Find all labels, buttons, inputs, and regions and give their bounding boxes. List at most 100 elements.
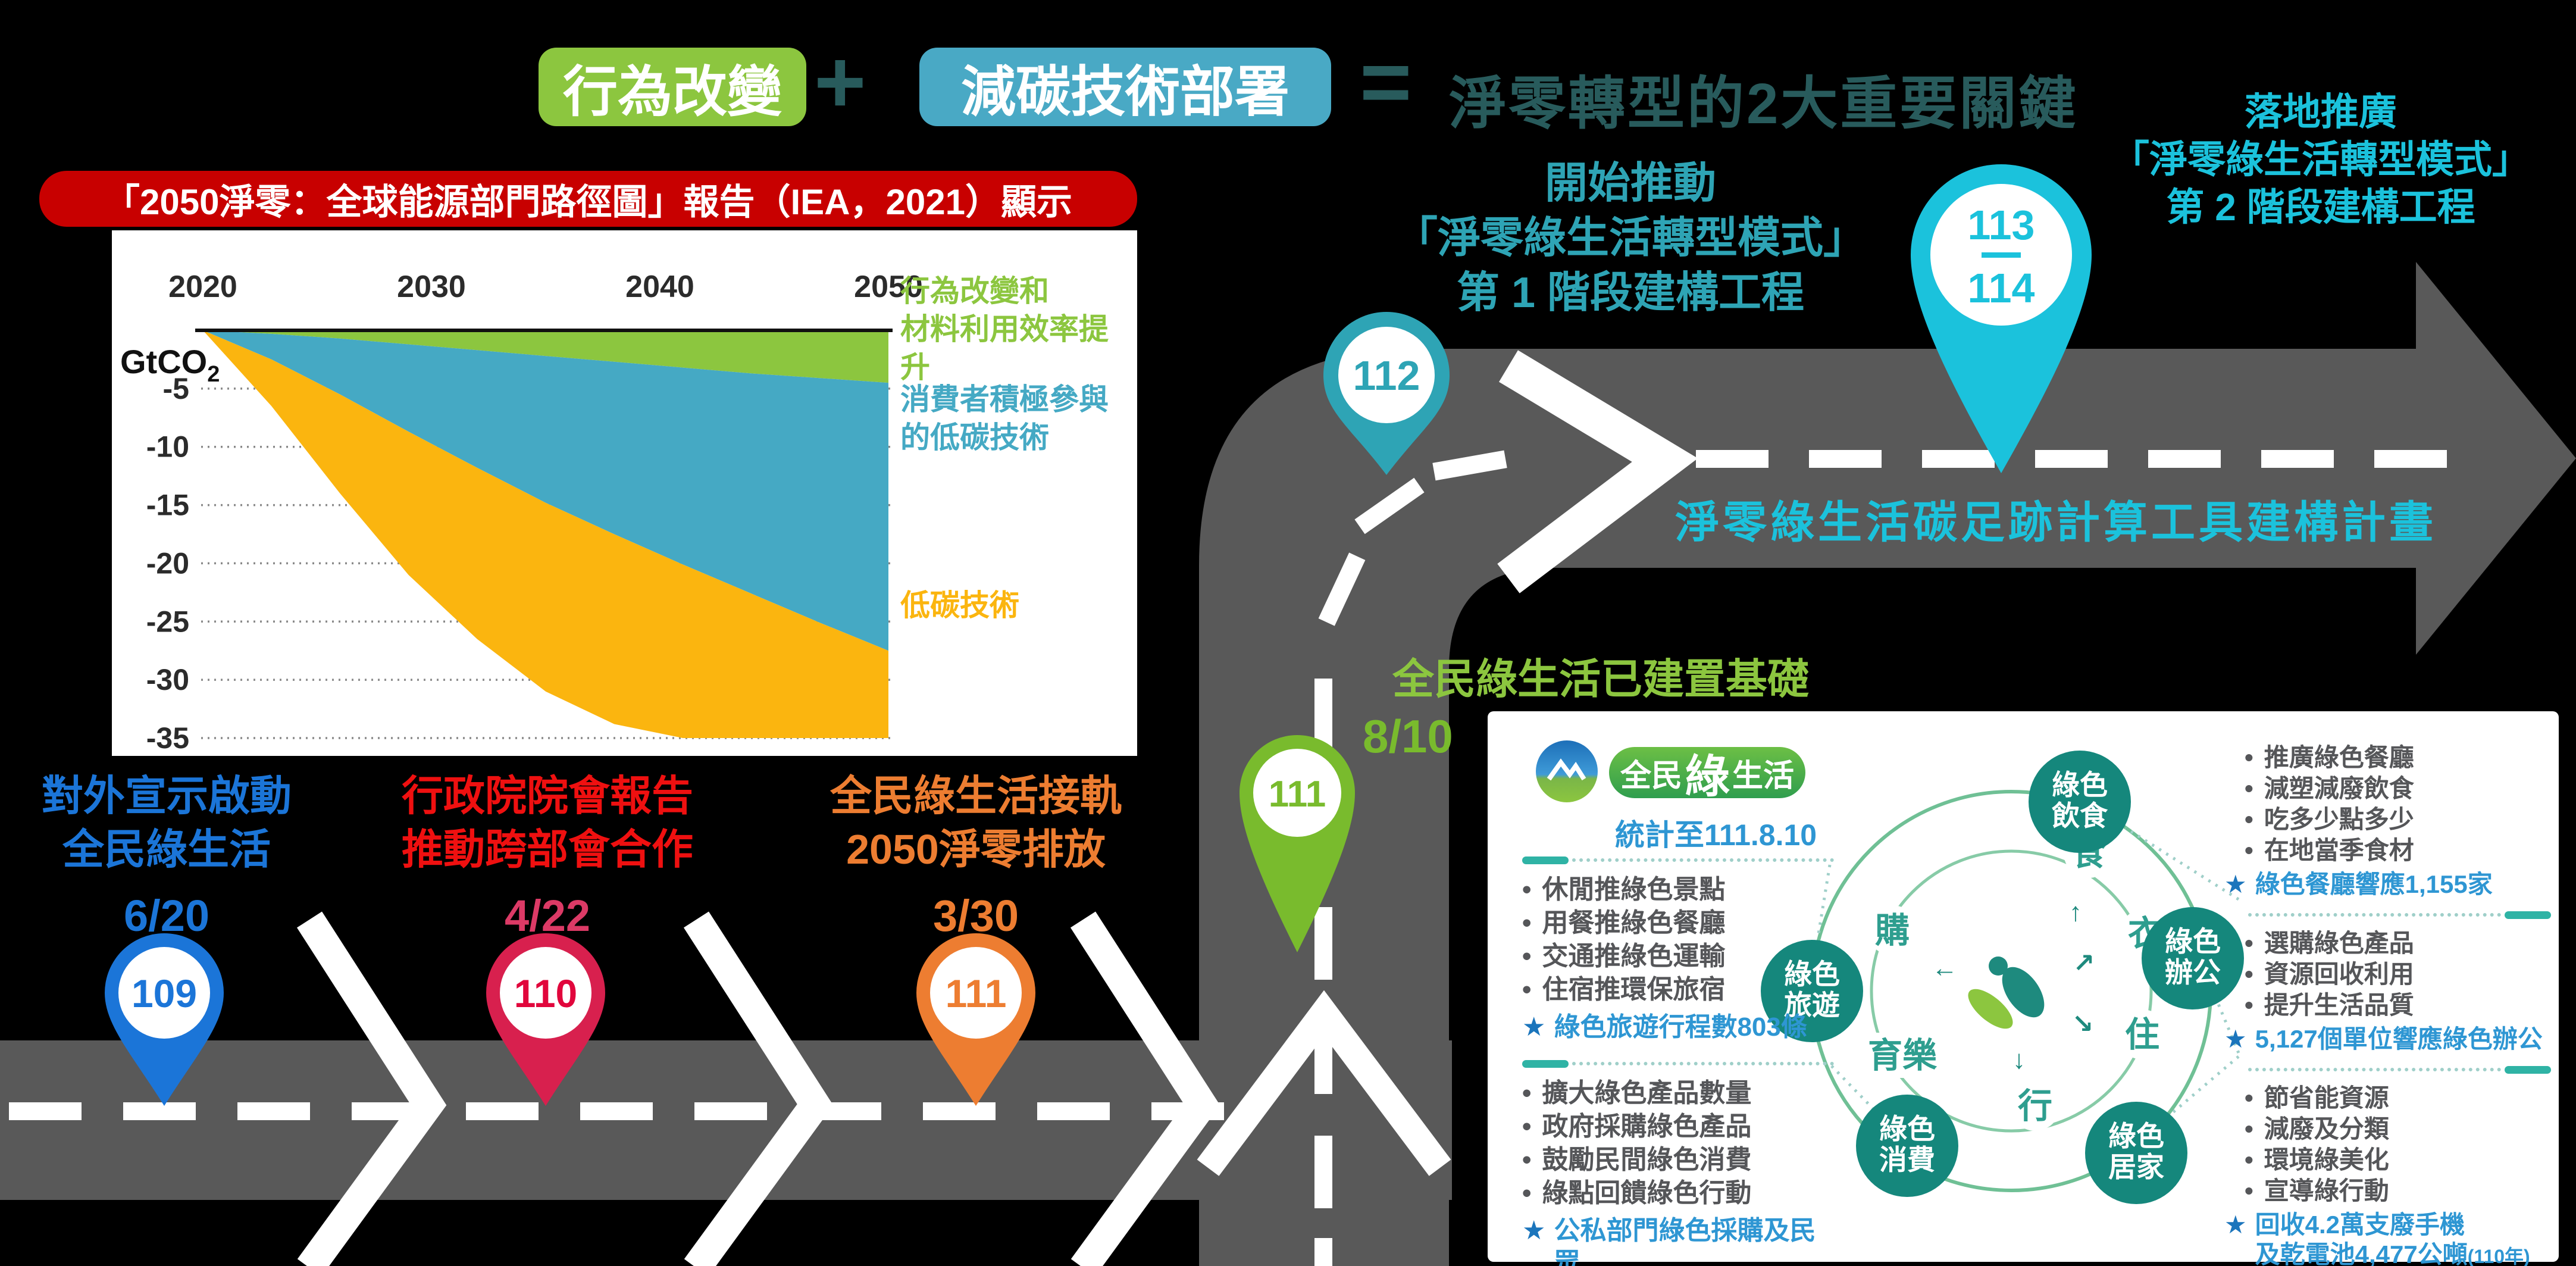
svg-text:110: 110	[514, 971, 577, 1015]
svg-text:-5: -5	[163, 372, 189, 405]
list-item: 擴大綠色產品數量	[1522, 1077, 1838, 1110]
equals-icon: =	[1360, 32, 1412, 132]
svg-text:-20: -20	[146, 546, 189, 580]
legend-lowcarbon: 低碳技術	[900, 589, 1019, 622]
svg-text:辦公: 辦公	[2165, 956, 2221, 988]
office-list: 選購綠色產品 資源回收利用 提升生活品質	[2245, 928, 2551, 1021]
milestone-109-date: 6/20	[123, 891, 210, 940]
list-item: 用餐推綠色餐廳	[1522, 906, 1838, 940]
svg-text:綠色: 綠色	[2165, 926, 2221, 957]
svg-text:-35: -35	[146, 721, 189, 755]
milestone-110-date: 4/22	[504, 891, 591, 940]
svg-text:-15: -15	[146, 489, 189, 522]
road-arrowhead	[2416, 262, 2576, 655]
epa-logo	[1536, 740, 1598, 802]
road-program-label: 淨零綠生活碳足跡計算工具建構計畫	[1675, 498, 2437, 547]
svg-text:綠色: 綠色	[2108, 1120, 2164, 1152]
list-item: 提升生活品質	[2245, 990, 2551, 1021]
upper-dashes	[1696, 450, 2447, 468]
list-item: 政府採購綠色產品	[1522, 1110, 1838, 1143]
section-divider	[1522, 855, 1838, 865]
food-list: 推廣綠色餐廳 減塑減廢飲食 吃多少點多少 在地當季食材	[2245, 742, 2551, 866]
iea-report-banner: 「2050淨零：全球能源部門路徑圖」報告（IEA，2021）顯示	[39, 171, 1137, 227]
list-item: 選購綠色產品	[2245, 928, 2551, 959]
consumption-star-stat: 公私部門綠色採購及民眾 綠色消費計1,222億元(110年)	[1554, 1216, 1816, 1266]
section-divider	[2245, 1065, 2551, 1074]
left-column: 休閒推綠色景點 用餐推綠色餐廳 交通推綠色運輸 住宿推環保旅宿 綠色旅遊行程數8…	[1522, 855, 1838, 1266]
list-item: 環境綠美化	[2245, 1145, 2551, 1176]
pin-112: 112	[1323, 312, 1450, 475]
stat-date: 統計至111.8.10	[1615, 818, 1817, 852]
home-star-stat: 回收4.2萬支廢手機 及乾電池4,477公噸(110年)	[2255, 1211, 2530, 1266]
svg-text:購: 購	[1875, 911, 1910, 950]
food-star-stat: 綠色餐廳響應1,155家	[2255, 870, 2493, 898]
list-item: 減廢及分類	[2245, 1114, 2551, 1145]
svg-text:住: 住	[2125, 1015, 2159, 1054]
milestone-110-text: 行政院院會報告推動跨部會合作 4/22	[369, 769, 726, 943]
svg-text:行: 行	[2018, 1087, 2052, 1126]
list-item: 住宿推環保旅宿	[1522, 973, 1838, 1006]
carbon-tech-badge: 減碳技術部署	[919, 48, 1331, 126]
right-column: 推廣綠色餐廳 減塑減廢飲食 吃多少點多少 在地當季食材 綠色餐廳響應1,155家…	[2245, 742, 2551, 1266]
pin-113-114: 113 114	[1911, 164, 2092, 473]
svg-text:111: 111	[946, 971, 1007, 1015]
behavior-change-label: 行為改變	[562, 61, 782, 123]
page-title: 淨零轉型的2大重要關鍵	[1449, 72, 2079, 136]
svg-text:-30: -30	[146, 663, 189, 696]
list-item: 綠點回饋綠色行動	[1522, 1177, 1838, 1210]
svg-text:消費: 消費	[1879, 1144, 1935, 1176]
list-item: 推廣綠色餐廳	[2245, 742, 2551, 773]
svg-text:居家: 居家	[2108, 1151, 2164, 1183]
svg-text:2020: 2020	[168, 270, 237, 304]
consumption-list: 擴大綠色產品數量 政府採購綠色產品 鼓勵民間綠色消費 綠點回饋綠色行動	[1522, 1077, 1838, 1210]
svg-text:育樂: 育樂	[1868, 1036, 1938, 1075]
list-item: 吃多少點多少	[2245, 804, 2551, 835]
list-item: 鼓勵民間綠色消費	[1522, 1143, 1838, 1177]
svg-text:-10: -10	[146, 430, 189, 464]
office-star-stat: 5,127個單位響應綠色辦公	[2255, 1025, 2543, 1053]
list-item: 節省能資源	[2245, 1083, 2551, 1114]
pin-110: 110	[486, 933, 605, 1106]
legend-consumer: 消費者積極參與 的低碳技術	[900, 383, 1109, 454]
svg-text:-25: -25	[146, 605, 189, 638]
milestone-113-text: 落地推廣「淨零綠生活轉型模式」第 2 階段建構工程	[2111, 90, 2530, 229]
svg-text:2030: 2030	[397, 270, 466, 304]
milestone-109-text: 對外宣示啟動全民綠生活 6/20	[0, 769, 333, 943]
list-item: 資源回收利用	[2245, 959, 2551, 990]
svg-text:114: 114	[1968, 265, 2035, 311]
carbon-tech-label: 減碳技術部署	[960, 61, 1289, 123]
svg-text:綠色: 綠色	[2052, 769, 2108, 801]
svg-text:↑: ↑	[2069, 898, 2082, 927]
milestone-111-date: 3/30	[932, 891, 1019, 940]
green-life-logo-badge: 全民綠生活	[1609, 747, 1805, 802]
list-item: 減塑減廢飲食	[2245, 773, 2551, 804]
svg-text:112: 112	[1353, 352, 1420, 399]
green-life-base-heading: 全民綠生活已建置基礎	[1392, 656, 1809, 702]
svg-text:111: 111	[1269, 774, 1326, 815]
pin-111-orange: 111	[916, 933, 1035, 1106]
travel-star-stat: 綠色旅遊行程數803條	[1554, 1012, 1807, 1042]
ring-arrow-icons: ↑↗ ↘↓←	[1932, 898, 2095, 1074]
svg-text:109: 109	[132, 971, 197, 1015]
milestone-111-green-date: 8/10	[1363, 710, 1453, 762]
list-item: 交通推綠色運輸	[1522, 940, 1838, 973]
legend-behavior: 行為改變和 材料利用效率提升	[900, 274, 1109, 384]
list-item: 宣導綠行動	[2245, 1176, 2551, 1206]
svg-text:113: 113	[1968, 202, 2035, 248]
pin-109: 109	[105, 933, 224, 1106]
life-categories: 食 衣 住 行 育樂 購	[1860, 828, 2170, 1131]
svg-text:飲食: 飲食	[2052, 800, 2108, 832]
pin-111-green: 111	[1240, 735, 1355, 952]
curve-dashes	[1318, 450, 1507, 626]
svg-text:GtCO2: GtCO2	[120, 343, 220, 387]
svg-text:↗: ↗	[2073, 949, 2095, 978]
plus-icon: +	[814, 32, 866, 132]
list-item: 休閒推綠色景點	[1522, 873, 1838, 906]
section-divider	[2245, 910, 2551, 920]
